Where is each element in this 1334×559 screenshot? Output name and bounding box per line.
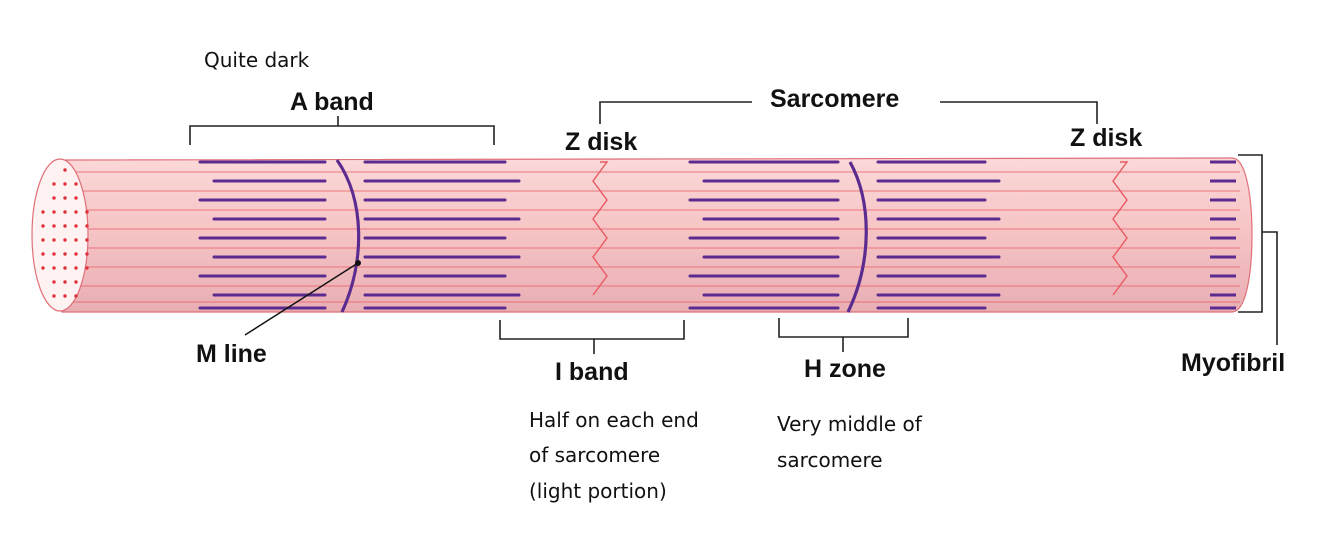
myofibril-label: Myofibril — [1181, 349, 1285, 377]
end-cap-dot — [41, 210, 44, 213]
end-cap-dot — [85, 238, 88, 241]
i-band-bracket — [500, 320, 684, 354]
end-cap-dot — [63, 252, 66, 255]
end-cap-dot — [63, 224, 66, 227]
h-zone-bracket — [779, 318, 908, 352]
end-cap-dot — [74, 266, 77, 269]
i-band-note-line-3: (light portion) — [529, 479, 667, 503]
end-cap-dot — [74, 224, 77, 227]
end-cap-dot — [74, 210, 77, 213]
end-cap-dot — [41, 224, 44, 227]
end-cap-dot — [63, 266, 66, 269]
end-cap-dot — [63, 210, 66, 213]
end-cap-dot — [41, 252, 44, 255]
end-cap-dot — [74, 252, 77, 255]
end-cap-dot — [85, 210, 88, 213]
i-band-note-line-2: of sarcomere — [529, 443, 660, 467]
end-cap-dot — [63, 280, 66, 283]
end-cap-dot — [63, 182, 66, 185]
end-cap-dot — [74, 182, 77, 185]
end-cap-dot — [52, 182, 55, 185]
end-cap-dot — [63, 196, 66, 199]
end-cap-dot — [74, 294, 77, 297]
h-zone-label: H zone — [804, 355, 886, 383]
i-band-label: I band — [555, 358, 629, 386]
quite-dark-note: Quite dark — [204, 48, 310, 72]
end-cap-dot — [41, 266, 44, 269]
sarcomere-label: Sarcomere — [770, 85, 899, 113]
myofibril-end-cap — [32, 159, 88, 311]
m-line-label: M line — [196, 340, 267, 368]
a-band-label: A band — [290, 88, 374, 116]
z-disk-left-label: Z disk — [565, 128, 637, 156]
end-cap-dot — [74, 238, 77, 241]
m-line-pointer-dot — [355, 260, 361, 266]
end-cap-dot — [52, 224, 55, 227]
end-cap-dot — [52, 294, 55, 297]
end-cap-dot — [41, 238, 44, 241]
end-cap-dot — [74, 280, 77, 283]
end-cap-dot — [52, 266, 55, 269]
end-cap-dot — [52, 280, 55, 283]
end-cap-dot — [63, 238, 66, 241]
i-band-note-line-1: Half on each end — [529, 408, 699, 432]
end-cap-dot — [85, 224, 88, 227]
end-cap-dot — [52, 252, 55, 255]
h-zone-note-line-1: Very middle of — [777, 412, 923, 436]
z-disk-right-label: Z disk — [1070, 124, 1142, 152]
end-cap-dot — [52, 238, 55, 241]
end-cap-dot — [52, 210, 55, 213]
end-cap-dot — [52, 196, 55, 199]
end-cap-dot — [74, 196, 77, 199]
h-zone-note-line-2: sarcomere — [777, 448, 883, 472]
end-cap-dot — [85, 252, 88, 255]
end-cap-dot — [85, 266, 88, 269]
myofibril-body — [32, 158, 1252, 312]
end-cap-dot — [63, 294, 66, 297]
a-band-bracket — [190, 116, 494, 145]
end-cap-dot — [63, 168, 66, 171]
